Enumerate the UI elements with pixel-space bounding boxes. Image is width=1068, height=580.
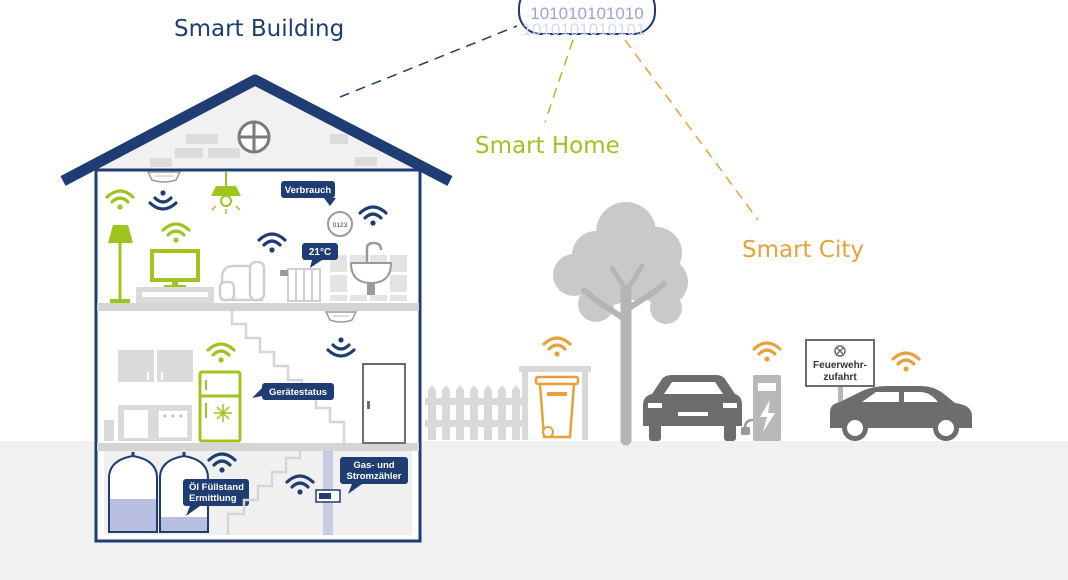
svg-text:21°C: 21°C (309, 247, 331, 258)
car-icon (643, 375, 742, 441)
svg-text:Gas- und: Gas- und (353, 460, 394, 471)
connection-line-building (339, 25, 518, 98)
smoke-detector-icon (324, 311, 358, 323)
tree-icon (553, 202, 688, 446)
gas-meter-icon (315, 451, 341, 535)
wifi-icon (891, 351, 921, 374)
door-icon (362, 363, 406, 444)
binary-line-1: 101010101010 (530, 4, 643, 23)
picket-fence (425, 385, 525, 440)
callout-temperature: 21°C (302, 243, 338, 268)
label-smart-building: Smart Building (174, 16, 344, 42)
consumption-meter-icon: 0123 (327, 211, 353, 237)
svg-text:Stromzähler: Stromzähler (347, 471, 402, 482)
wifi-icon (542, 336, 572, 359)
attic-window-icon (237, 120, 271, 154)
data-cloud (518, 0, 656, 35)
basement-staircase (226, 451, 302, 535)
label-smart-city: Smart City (742, 237, 864, 263)
svg-text:zufahrt: zufahrt (823, 372, 857, 383)
staircase (230, 311, 346, 443)
smoke-detector-icon (146, 171, 182, 183)
svg-text:0123: 0123 (333, 222, 348, 229)
armchair-icon (218, 260, 266, 302)
sink-icon (349, 241, 393, 295)
callout-oil-level: Öl Füllstand Ermittlung (183, 479, 249, 516)
ceiling-lamp-icon (211, 172, 241, 214)
tv-icon (150, 249, 200, 288)
oil-tank-icon (108, 452, 158, 533)
svg-text:Ermittlung: Ermittlung (189, 493, 237, 504)
radiator-icon (280, 268, 321, 302)
svg-text:Öl Füllstand: Öl Füllstand (189, 482, 244, 493)
callout-geraetestatus: Gerätestatus (252, 383, 334, 400)
label-smart-home: Smart Home (475, 133, 620, 159)
floor-lamp-icon (108, 225, 133, 303)
binary-line-2: 1010101010101 (523, 20, 646, 39)
wifi-icon (752, 341, 782, 364)
svg-text:Verbrauch: Verbrauch (285, 185, 332, 196)
car-icon (830, 386, 972, 441)
charging-station-icon (741, 375, 781, 441)
fridge-icon (198, 370, 242, 443)
callout-gas-meter: Gas- und Stromzähler (340, 457, 408, 494)
svg-text:Feuerwehr-: Feuerwehr- (813, 360, 867, 371)
connection-line-city (624, 39, 759, 221)
waste-bin-icon (534, 375, 580, 439)
kitchen-cabinets (104, 350, 193, 441)
callout-verbrauch: Verbrauch (281, 181, 336, 206)
fire-lane-sign: Feuerwehr- zufahrt (805, 339, 875, 416)
bin-shelter (519, 366, 591, 440)
connection-line-home (544, 39, 574, 123)
svg-text:Gerätestatus: Gerätestatus (269, 387, 327, 398)
